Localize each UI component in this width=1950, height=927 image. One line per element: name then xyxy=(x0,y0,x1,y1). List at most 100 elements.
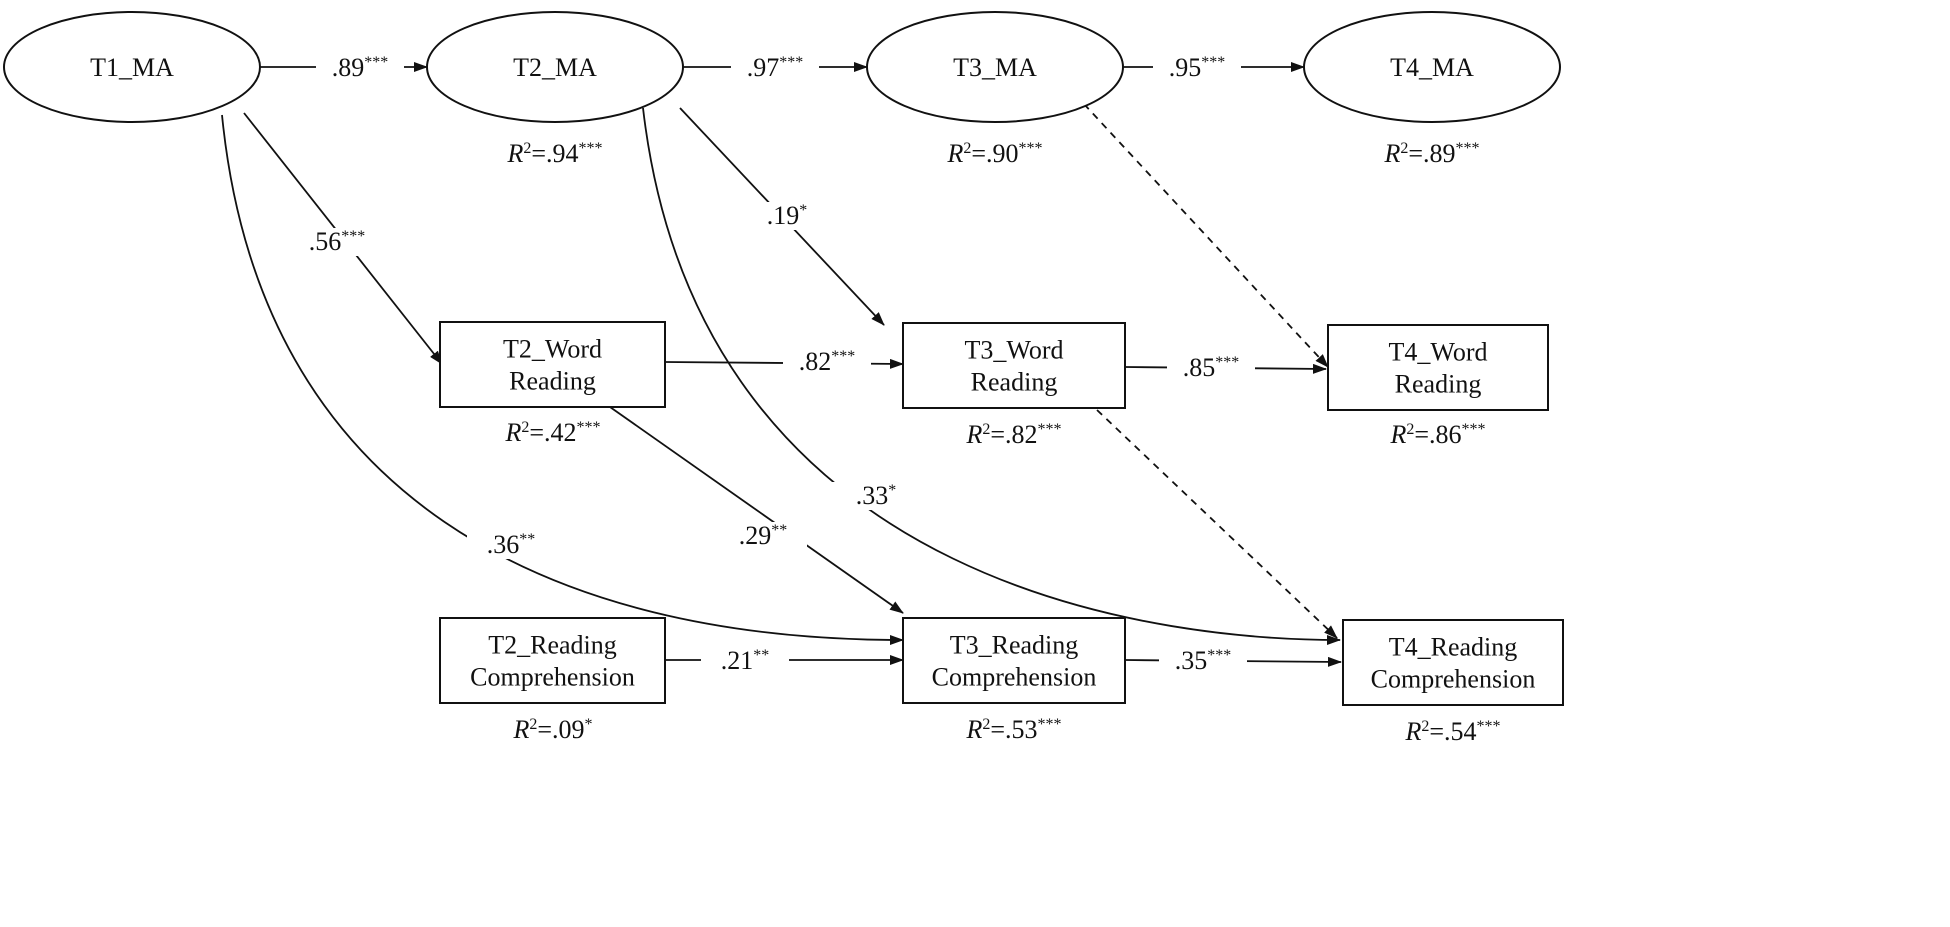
node-t1-ma: T1_MA xyxy=(3,11,261,123)
edge-label-background xyxy=(783,348,871,376)
node-t2-ma: T2_MA xyxy=(426,11,684,123)
path-coefficient-value: .97 xyxy=(747,53,780,82)
latent-variable-ellipse xyxy=(866,11,1124,123)
path-coefficient-label: .35*** xyxy=(1175,646,1232,675)
edge-label-background xyxy=(731,54,819,82)
r-squared-exponent: 2 xyxy=(963,140,971,157)
path-coefficient-label: .29** xyxy=(739,521,788,550)
edge-label-background xyxy=(832,482,920,510)
significance-stars: * xyxy=(888,482,896,499)
path-coefficient-label: .89*** xyxy=(332,53,389,82)
observed-variable-box xyxy=(902,617,1126,704)
node-label: Reading xyxy=(1395,370,1482,399)
node-label: T4_Reading xyxy=(1389,633,1518,662)
observed-variable-box xyxy=(439,617,666,704)
r-squared-symbol: R xyxy=(506,139,523,168)
labels-layer: .89***.97***.95***.56***.19*.82***.85***… xyxy=(293,53,1501,746)
path-coefficient-value: .35 xyxy=(1175,646,1208,675)
significance-stars: * xyxy=(799,202,807,219)
r-squared-label: R2=.89*** xyxy=(1383,139,1479,168)
significance-stars: *** xyxy=(364,54,388,71)
path-coefficient-label: .33* xyxy=(856,481,897,510)
path-coefficient-value: .29 xyxy=(739,521,772,550)
r-squared-symbol: R xyxy=(1404,717,1421,746)
observed-variable-box xyxy=(1327,324,1549,411)
path-coefficient-label: .82*** xyxy=(799,347,856,376)
path-coefficient-label: .97*** xyxy=(747,53,804,82)
latent-variable-ellipse xyxy=(426,11,684,123)
edge-label-background xyxy=(1167,354,1255,382)
edge-label-background xyxy=(701,647,789,675)
path-coefficient-value: .95 xyxy=(1169,53,1202,82)
node-label: T2_Reading xyxy=(488,631,617,660)
r-squared-label: R2=.94*** xyxy=(506,139,602,168)
node-label: T1_MA xyxy=(90,53,174,82)
edge-label-background xyxy=(1153,54,1241,82)
edge-label-background xyxy=(1159,647,1247,675)
latent-variable-ellipse xyxy=(1303,11,1561,123)
r-squared-exponent: 2 xyxy=(1406,421,1414,438)
r-squared-label: R2=.42*** xyxy=(504,418,600,447)
significance-stars: *** xyxy=(341,228,365,245)
r-squared-exponent: 2 xyxy=(521,419,529,436)
edge-label-background xyxy=(743,202,831,230)
r-squared-exponent: 2 xyxy=(1421,718,1429,735)
edge-label-background xyxy=(316,54,404,82)
r-squared-label: R2=.54*** xyxy=(1404,717,1500,746)
r-squared-exponent: 2 xyxy=(982,421,990,438)
significance-stars: * xyxy=(585,716,593,733)
path-coefficient-value: .82 xyxy=(799,347,832,376)
node-t3-ma: T3_MA xyxy=(866,11,1124,123)
r-squared-symbol: R xyxy=(946,139,963,168)
node-label: Comprehension xyxy=(470,663,635,692)
significance-stars: *** xyxy=(779,54,803,71)
r-squared-symbol: R xyxy=(1389,420,1406,449)
observed-variable-box xyxy=(1342,619,1564,706)
significance-stars: *** xyxy=(1477,718,1501,735)
node-label: T4_Word xyxy=(1389,338,1488,367)
significance-stars: ** xyxy=(771,522,787,539)
edge-t1_ma-to-t3_rc xyxy=(221,114,904,645)
r-squared-label: R2=.86*** xyxy=(1389,420,1485,449)
node-label: T2_Word xyxy=(503,335,602,364)
r-squared-symbol: R xyxy=(965,420,982,449)
node-label: T3_MA xyxy=(953,53,1037,82)
significance-stars: *** xyxy=(831,348,855,365)
r-squared-value: =.53 xyxy=(990,715,1037,744)
significance-stars: ** xyxy=(753,647,769,664)
r-squared-value: =.94 xyxy=(531,139,578,168)
node-label: Reading xyxy=(509,367,596,396)
r-squared-label: R2=.82*** xyxy=(965,420,1061,449)
edge-label-background xyxy=(467,531,555,559)
path-coefficient-value: .19 xyxy=(767,201,800,230)
path-coefficient-label: .85*** xyxy=(1183,353,1240,382)
r-squared-label: R2=.09* xyxy=(512,715,592,744)
r-squared-label: R2=.90*** xyxy=(946,139,1042,168)
edge-t3_wr-to-t4_rc xyxy=(1096,409,1338,639)
path-coefficient-value: .85 xyxy=(1183,353,1216,382)
path-coefficient-label: .95*** xyxy=(1169,53,1226,82)
r-squared-exponent: 2 xyxy=(1400,140,1408,157)
r-squared-exponent: 2 xyxy=(523,140,531,157)
significance-stars: *** xyxy=(1215,354,1239,371)
significance-stars: *** xyxy=(577,419,601,436)
significance-stars: *** xyxy=(1456,140,1480,157)
observed-variable-box xyxy=(439,321,666,408)
significance-stars: *** xyxy=(1038,421,1062,438)
node-t4-ma: T4_MA xyxy=(1303,11,1561,123)
node-label: T4_MA xyxy=(1390,53,1474,82)
edge-label-background xyxy=(293,228,381,256)
path-coefficient-value: .89 xyxy=(332,53,365,82)
node-label: T3_Reading xyxy=(950,631,1079,660)
r-squared-value: =.90 xyxy=(971,139,1018,168)
significance-stars: *** xyxy=(1019,140,1043,157)
significance-stars: *** xyxy=(1038,716,1062,733)
path-coefficient-label: .21** xyxy=(721,646,770,675)
node-label: Comprehension xyxy=(932,663,1097,692)
